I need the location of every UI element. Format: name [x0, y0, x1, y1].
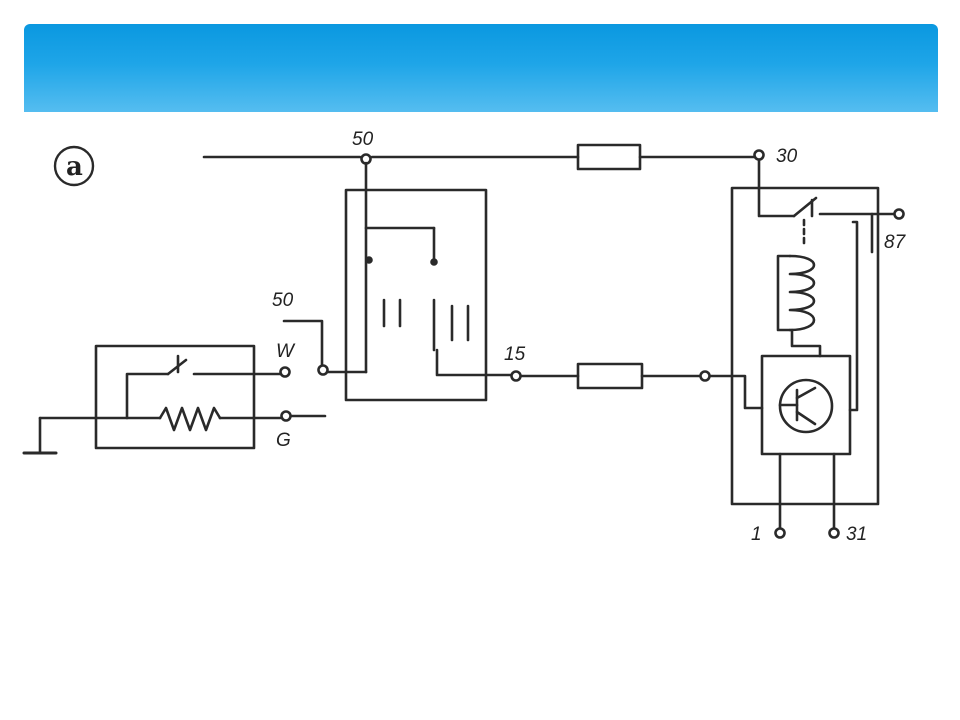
ignition-switch-box — [344, 188, 488, 402]
sensor-box — [94, 344, 256, 450]
label-50-top: 50 — [352, 129, 374, 150]
transistor-collector — [795, 386, 817, 400]
coil-left-lead — [776, 254, 792, 332]
top-fuse — [576, 143, 642, 171]
coil-to-module — [790, 328, 822, 358]
label-30: 30 — [776, 146, 798, 167]
wire-node-to-relay — [708, 374, 764, 410]
label-w: W — [276, 341, 296, 362]
terminal-15 — [510, 370, 522, 382]
wire-w-left — [125, 372, 170, 420]
terminal-g — [280, 410, 292, 422]
relay-coil — [788, 254, 816, 332]
middle-fuse — [576, 362, 644, 390]
label-g: G — [276, 430, 291, 451]
contact-node-right — [430, 258, 438, 266]
contact-node-left — [365, 256, 373, 264]
wire-50-left — [282, 319, 324, 368]
terminal-w — [279, 366, 291, 378]
label-31: 31 — [846, 524, 867, 545]
terminal-31 — [828, 527, 840, 539]
circuit-diagram: a 50 30 87 50 W G 15 1 31 — [22, 129, 907, 545]
resistor — [158, 406, 222, 432]
terminal-50-left — [317, 364, 329, 376]
wire-switch-to-15 — [435, 348, 514, 377]
transistor-emitter — [795, 410, 817, 426]
wire-30-down — [757, 158, 796, 218]
label-15: 15 — [504, 344, 526, 365]
relay-box — [730, 186, 880, 506]
label-87: 87 — [884, 232, 907, 253]
electronic-module — [760, 354, 852, 456]
label-1: 1 — [751, 524, 762, 545]
terminal-30 — [753, 149, 765, 161]
junction-node — [699, 370, 711, 382]
figure-label-circle — [53, 145, 95, 187]
title-banner — [24, 24, 938, 112]
terminal-87 — [893, 208, 905, 220]
label-50-left: 50 — [272, 290, 294, 311]
wire-module-right — [848, 220, 859, 412]
figure-label: a — [66, 152, 83, 182]
terminal-1 — [774, 527, 786, 539]
